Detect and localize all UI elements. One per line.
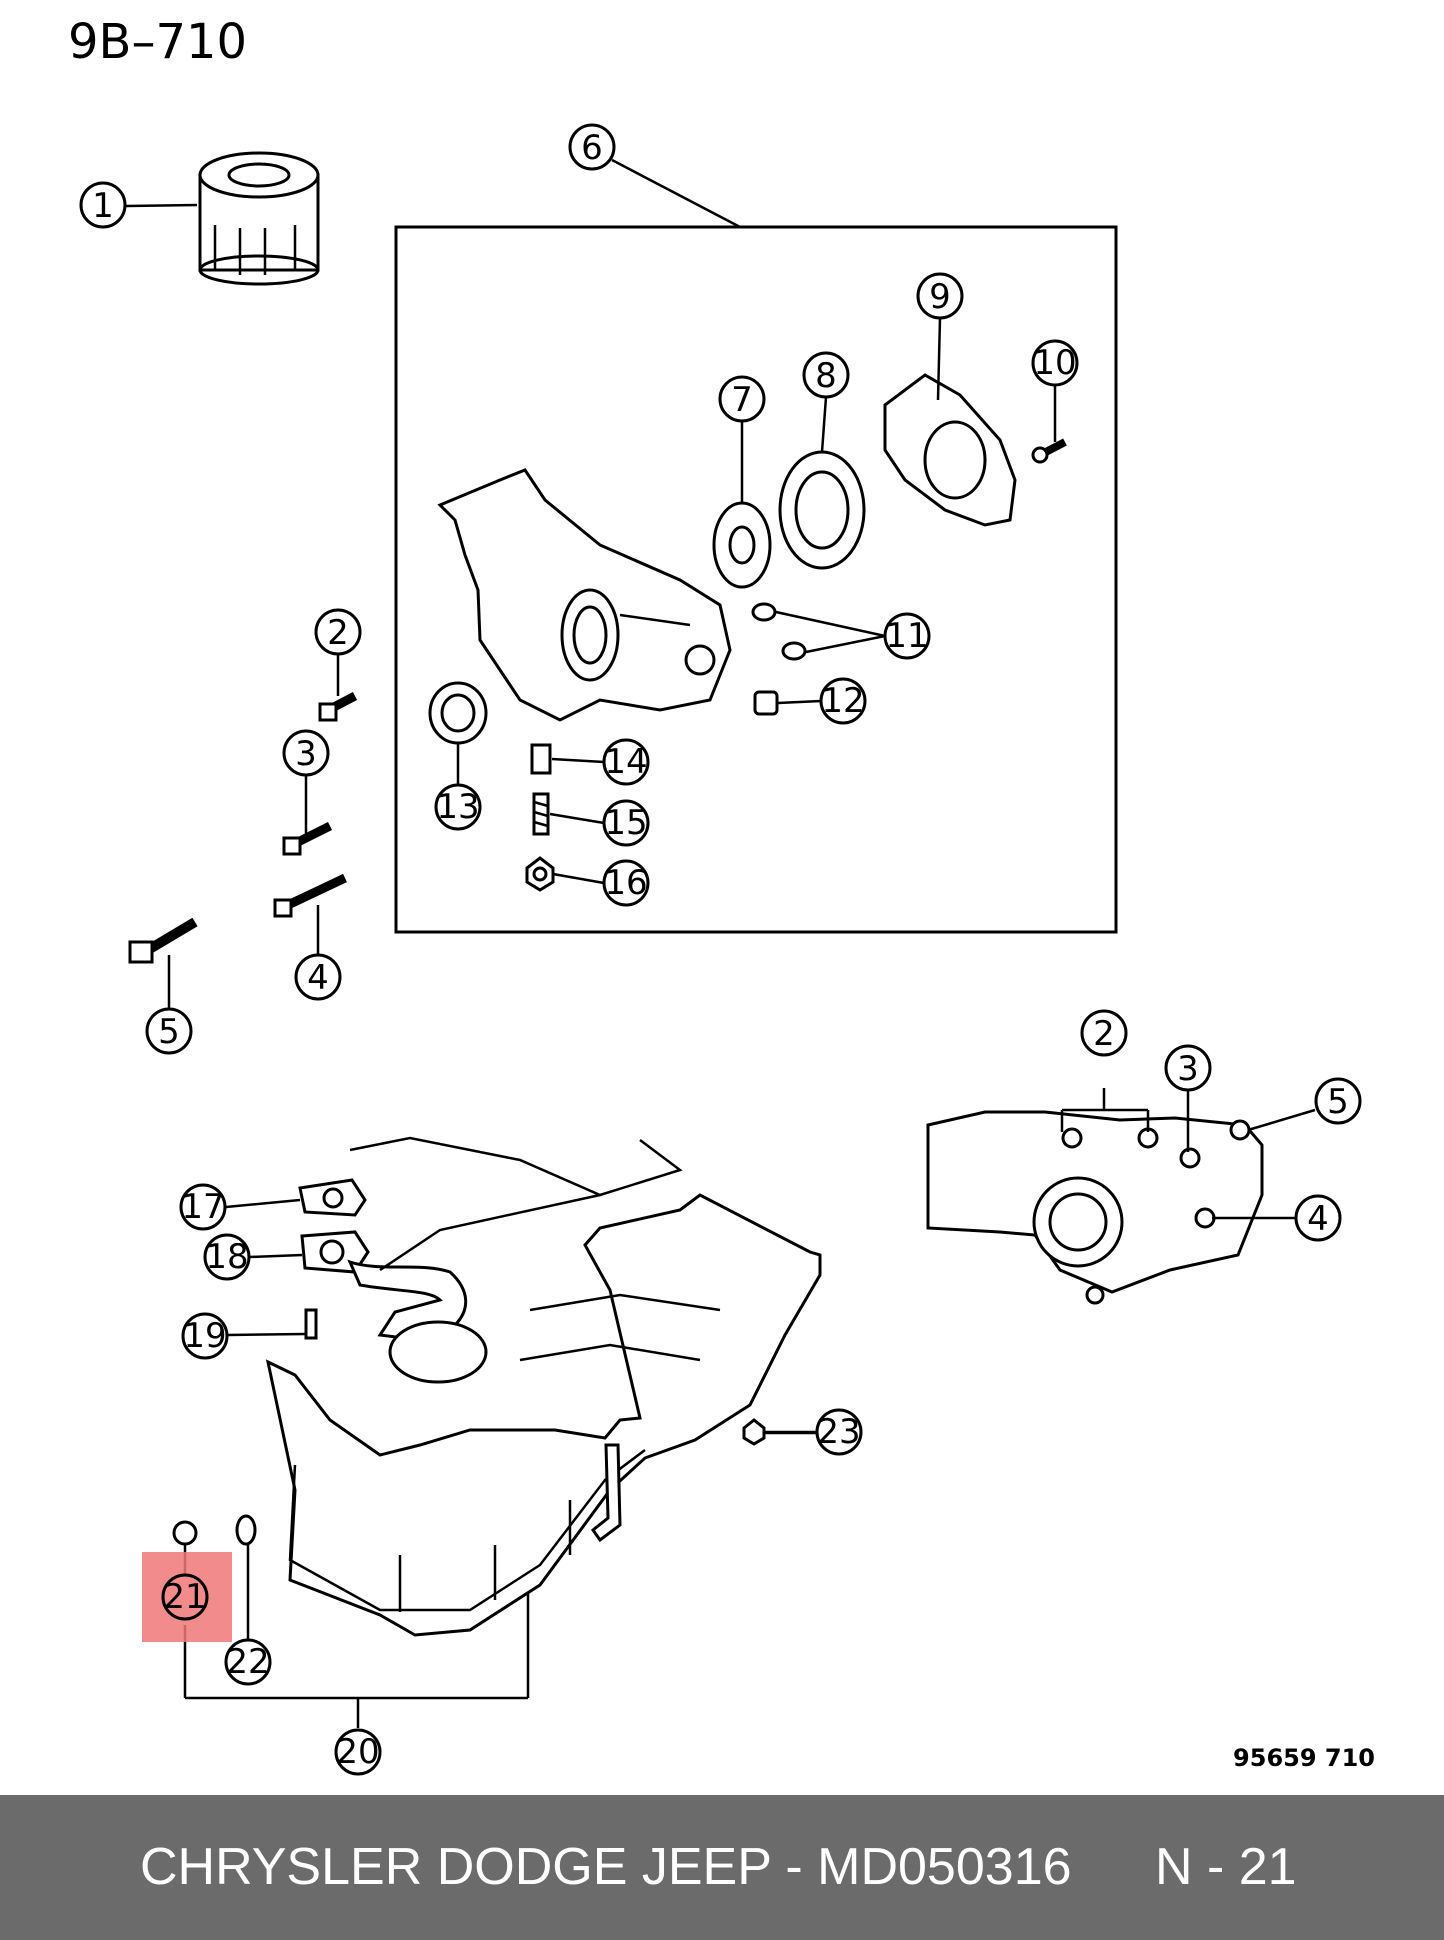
bolt-part: [273, 873, 347, 918]
callout-11-label: 11: [885, 616, 928, 656]
callout-13: 13: [434, 783, 482, 831]
callout-12: 12: [819, 677, 867, 725]
leader-lines: [124, 158, 1316, 1728]
callout-14-label: 14: [604, 742, 647, 782]
callout-4-installed: 4: [1294, 1194, 1342, 1242]
callout-23-label: 23: [817, 1412, 860, 1452]
callout-13-label: 13: [436, 787, 479, 827]
oil-filter-part: [198, 151, 320, 286]
callout-21: 21: [161, 1573, 209, 1621]
strainer-screen: [388, 1320, 488, 1384]
callout-22: 22: [224, 1638, 272, 1686]
callout-20-label: 20: [336, 1732, 379, 1772]
bolt-part: [128, 917, 198, 964]
callout-15: 15: [602, 799, 650, 847]
callout-3: 3: [282, 729, 330, 777]
screw-part: [1031, 438, 1067, 464]
callout-1-label: 1: [92, 186, 114, 226]
callout-2: 2: [314, 608, 362, 656]
callout-12-label: 12: [821, 681, 864, 721]
callout-20: 20: [334, 1728, 382, 1776]
dipstick-tube-part: [590, 1443, 622, 1543]
highlight-box: [142, 1552, 232, 1642]
callout-7: 7: [718, 375, 766, 423]
drain-plug-part: [172, 1520, 198, 1546]
oil-strainer-part: [347, 1259, 468, 1342]
callout-5-installed: 5: [1314, 1077, 1362, 1125]
callout-3-label: 3: [295, 734, 317, 774]
parts-diagram: 9B–710: [68, 14, 1375, 1776]
callout-1: 1: [79, 181, 127, 229]
callout-17: 17: [179, 1183, 227, 1231]
callout-19: 19: [181, 1312, 229, 1360]
footer-bar: CHRYSLER DODGE JEEP - MD050316 N - 21: [0, 1795, 1444, 1940]
callout-22-label: 22: [226, 1642, 269, 1682]
callout-5: 5: [145, 1007, 193, 1055]
callout-5-label: 5: [158, 1012, 180, 1052]
oil-pump-body-part: [437, 468, 732, 722]
callout-4-installed-label: 4: [1307, 1199, 1329, 1239]
callout-17-label: 17: [181, 1187, 224, 1227]
o-ring-part: [781, 641, 807, 661]
callout-8: 8: [802, 351, 850, 399]
relief-plug-part: [525, 856, 555, 892]
callout-7-label: 7: [731, 380, 753, 420]
oil-seal-part: [428, 681, 488, 745]
oil-pan-part: [265, 1136, 822, 1637]
callout-9-label: 9: [929, 277, 951, 317]
diagram-code: 9B–710: [68, 14, 247, 70]
callout-3-installed: 3: [1164, 1044, 1212, 1092]
callout-6-label: 6: [581, 128, 603, 168]
gasket-part: [298, 1178, 367, 1217]
callout-15-label: 15: [604, 803, 647, 843]
plunger-part: [530, 743, 552, 775]
drain-gasket-part: [235, 1514, 257, 1546]
pump-installed-view: [926, 1110, 1264, 1305]
callout-16-label: 16: [604, 863, 647, 903]
bolt-part: [282, 821, 333, 856]
figure-id: 95659 710: [1233, 1744, 1375, 1772]
callout-9: 9: [916, 272, 964, 320]
footer-part-title: CHRYSLER DODGE JEEP - MD050316: [140, 1838, 1072, 1896]
callout-16: 16: [602, 859, 650, 907]
callout-23: 23: [815, 1408, 863, 1456]
o-ring-part: [751, 602, 777, 622]
callout-4: 4: [294, 953, 342, 1001]
plug-part: [753, 690, 779, 716]
footer-page-ref: N - 21: [1155, 1838, 1297, 1896]
callout-4-label: 4: [307, 958, 329, 998]
callout-18: 18: [203, 1233, 251, 1281]
pump-cover-part: [883, 373, 1017, 527]
callout-14: 14: [602, 738, 650, 786]
callout-11: 11: [883, 612, 931, 660]
callout-10-label: 10: [1033, 343, 1076, 383]
callout-8-label: 8: [815, 356, 837, 396]
inner-gear-part: [712, 501, 772, 589]
outer-rotor-part: [778, 450, 866, 570]
callout-2-installed: 2: [1080, 1009, 1128, 1057]
callout-10: 10: [1031, 339, 1079, 387]
callout-3-installed-label: 3: [1177, 1049, 1199, 1089]
spring-part: [532, 792, 550, 836]
callout-2-installed-label: 2: [1093, 1014, 1115, 1054]
bolt-part: [304, 1308, 318, 1340]
callout-21-label: 21: [163, 1577, 206, 1617]
callout-5-installed-label: 5: [1327, 1082, 1349, 1122]
bolt-part: [318, 692, 358, 722]
oil-pump-frame: [394, 225, 1118, 934]
callout-2-label: 2: [327, 613, 349, 653]
callout-18-label: 18: [205, 1237, 248, 1277]
callout-19-label: 19: [183, 1316, 226, 1356]
callout-6: 6: [568, 123, 616, 171]
